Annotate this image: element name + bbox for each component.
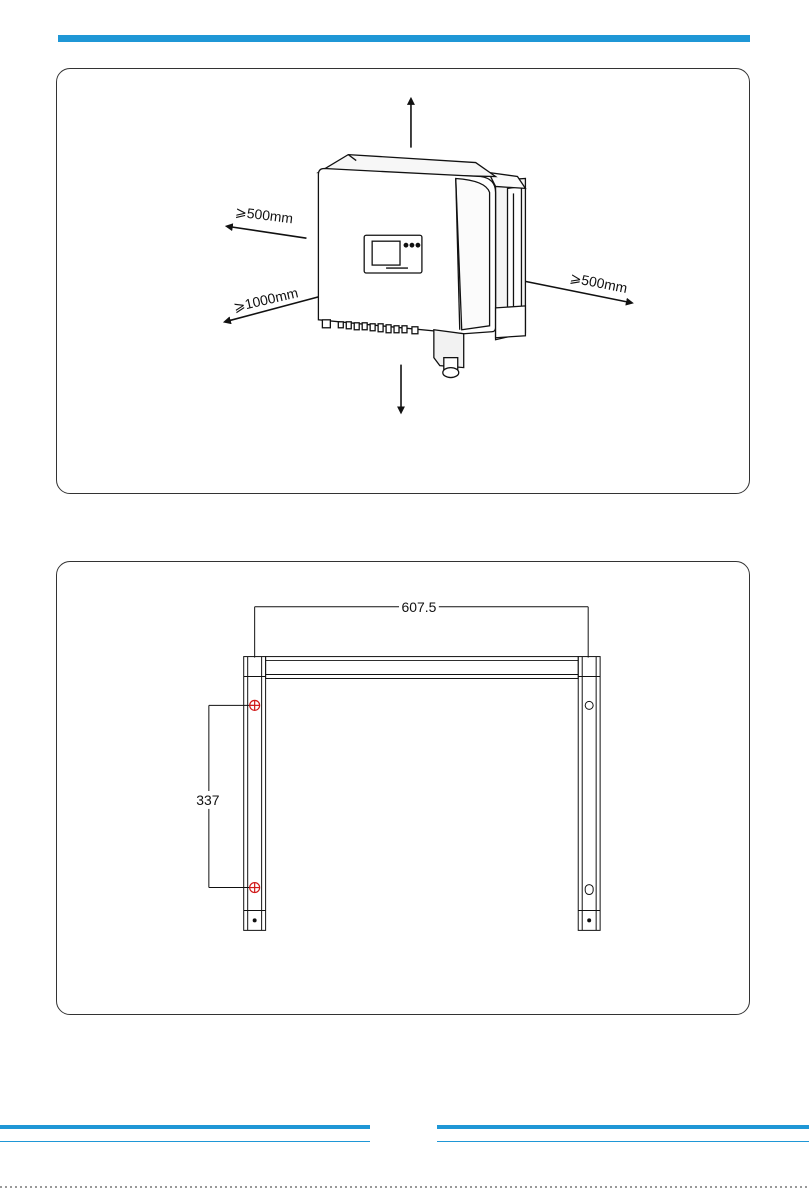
clearance-diagram-panel: ⩾500mm ⩾1000mm ⩾500mm xyxy=(56,68,750,494)
bracket-diagram: 607.5 337 xyxy=(57,562,749,1014)
bracket-width-label: 607.5 xyxy=(402,599,437,615)
mounting-hole-bottom xyxy=(250,883,260,893)
bracket-right-leg xyxy=(578,657,600,931)
footer-accent-left-thin xyxy=(0,1141,370,1142)
mounting-hole-top xyxy=(250,700,260,710)
bracket-diagram-panel: 607.5 337 xyxy=(56,561,750,1015)
footer-accent-right-thin xyxy=(437,1141,809,1142)
page-edge-dots xyxy=(0,1186,809,1188)
left-clearance-label: ⩾500mm xyxy=(234,203,294,226)
footer-accent-left xyxy=(0,1125,370,1129)
header-accent-bar xyxy=(58,35,750,42)
clearance-diagram: ⩾500mm ⩾1000mm ⩾500mm xyxy=(57,69,749,493)
footer-accent-right xyxy=(437,1125,809,1129)
inverter-illustration xyxy=(318,155,525,378)
hole-spacing-label: 337 xyxy=(196,792,219,808)
arrow-left xyxy=(227,226,307,238)
bracket-crossbar xyxy=(266,657,579,679)
